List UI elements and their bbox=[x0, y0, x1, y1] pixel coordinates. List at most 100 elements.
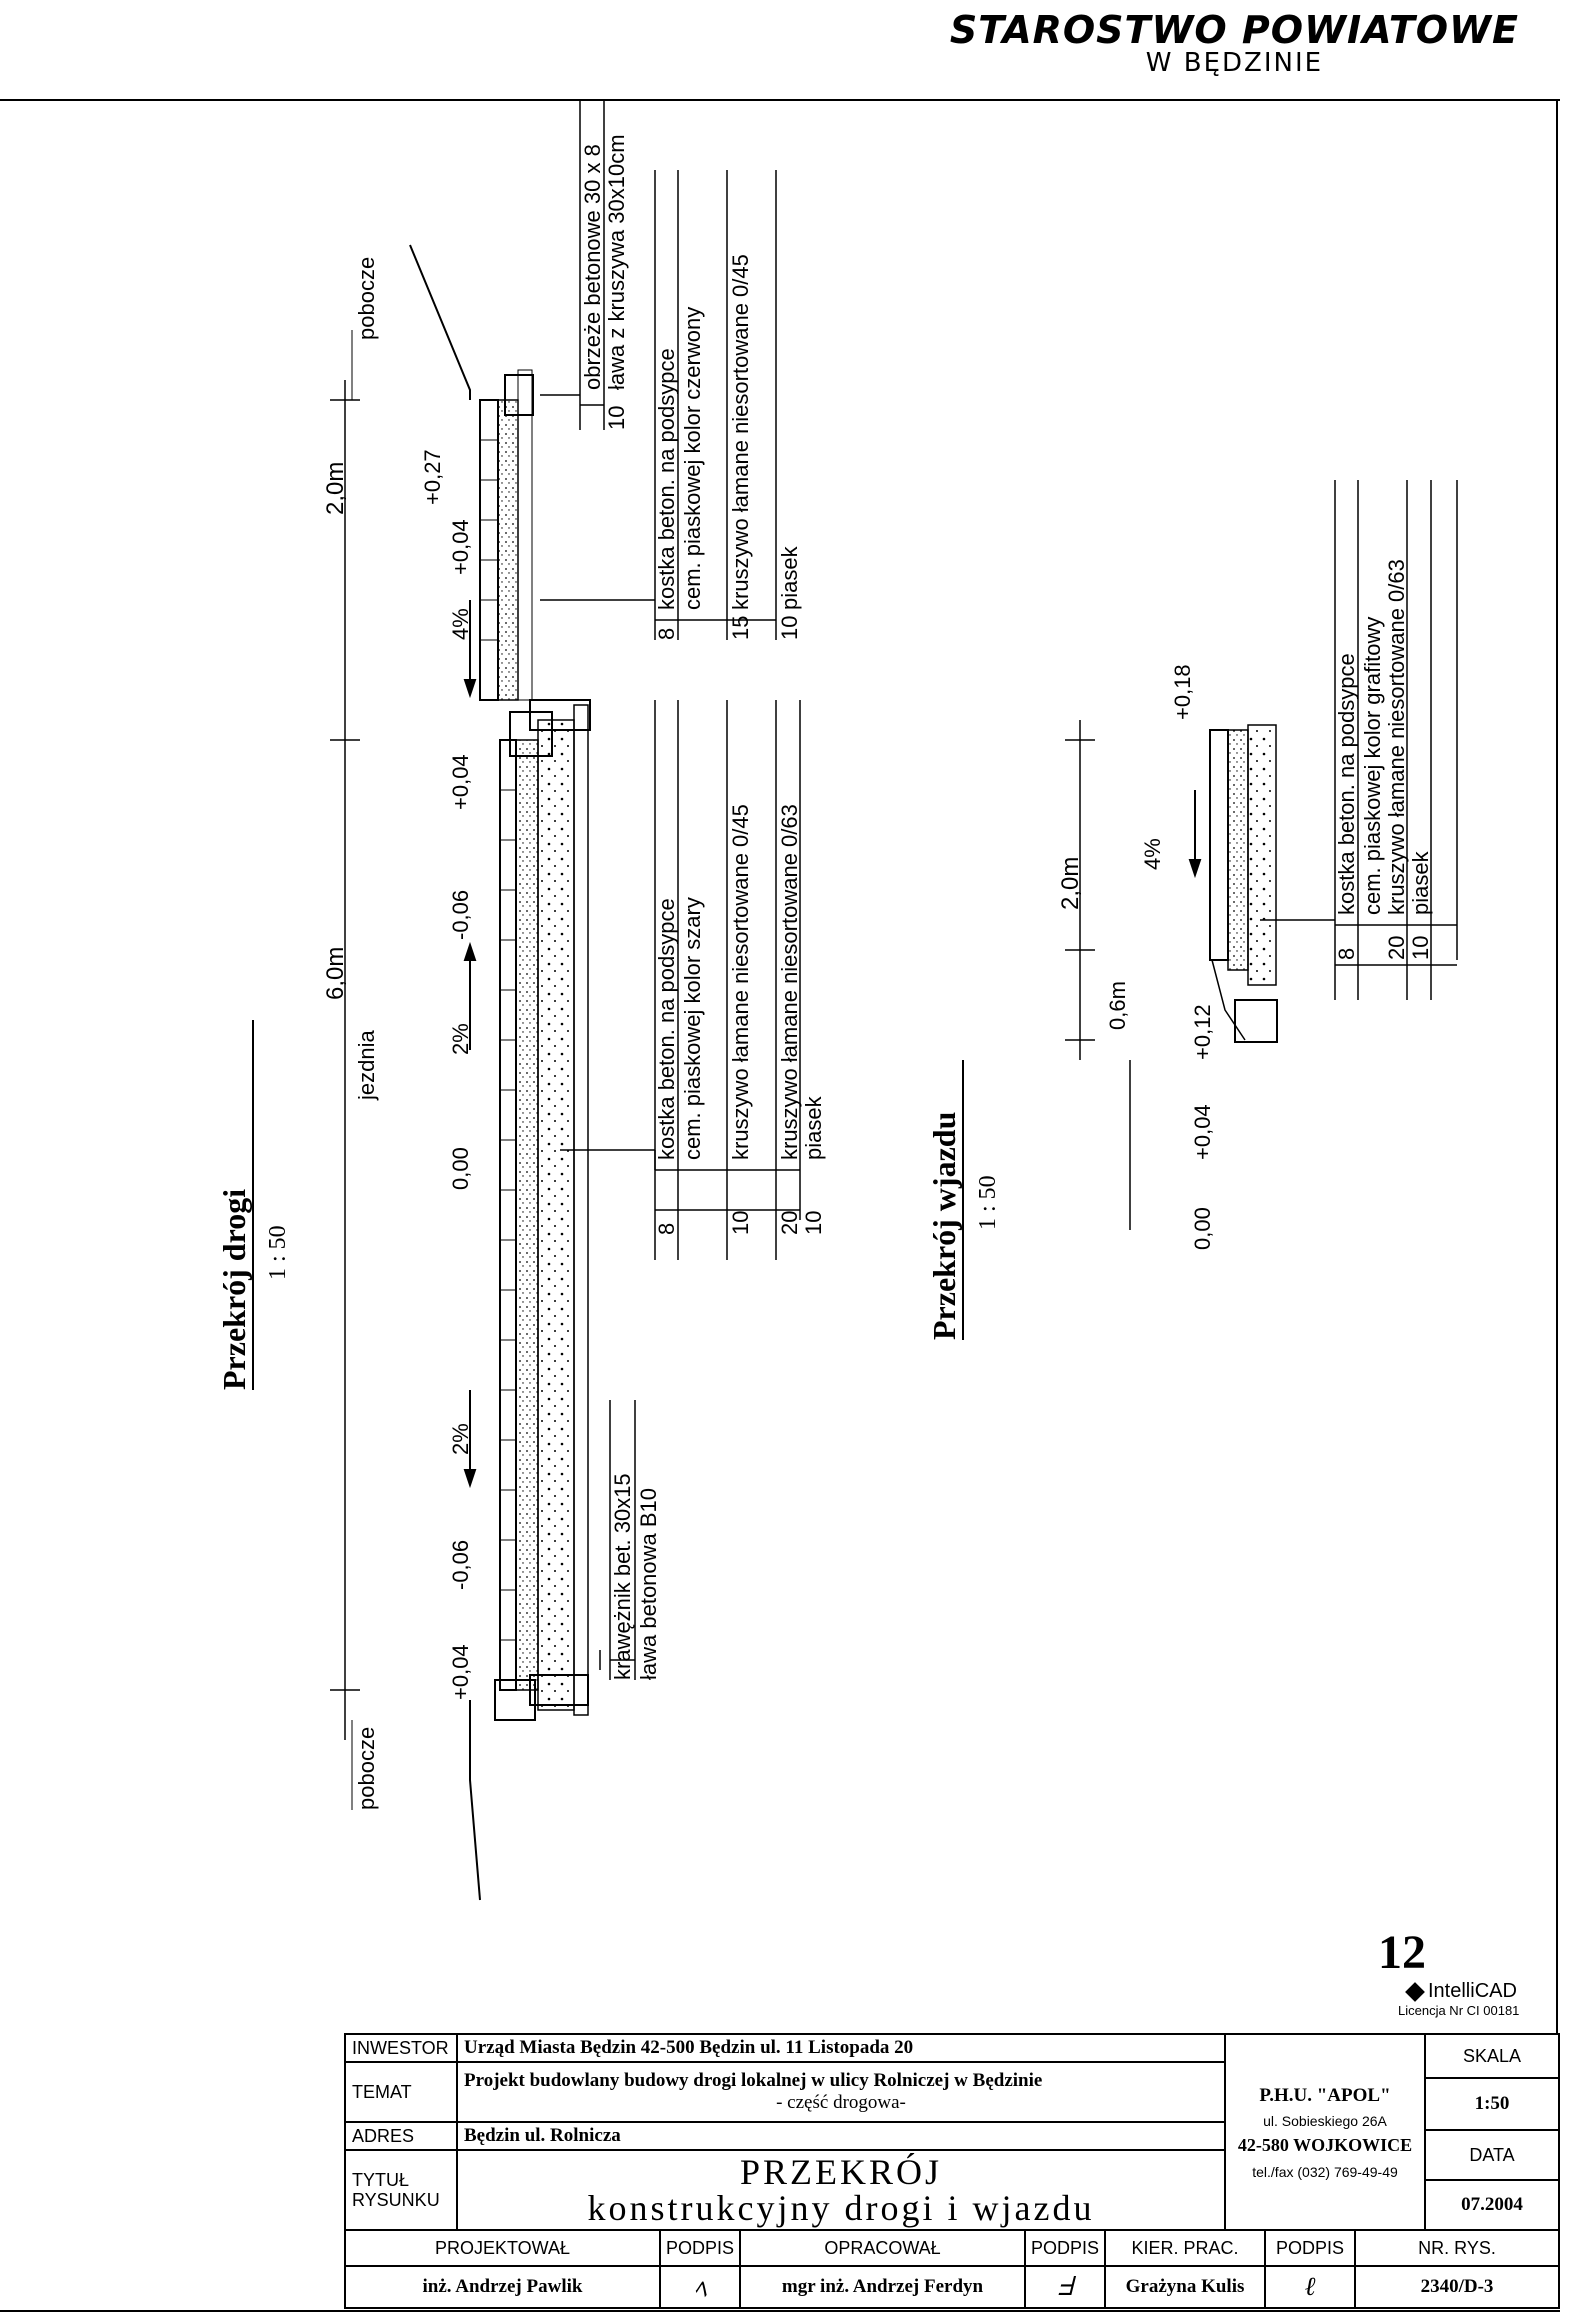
layer-thk-5: 10 bbox=[801, 1211, 826, 1235]
subject-label: TEMAT bbox=[346, 2063, 458, 2123]
shoulder-left-label: pobocze bbox=[354, 1727, 379, 1810]
carriageway-label: jezdnia bbox=[354, 1030, 379, 1101]
subject-line-2: - część drogowa- bbox=[776, 2092, 906, 2113]
level-7: +0,27 bbox=[420, 449, 445, 505]
layer-thk-3: 10 bbox=[728, 1211, 753, 1235]
company-name: P.H.U. "APOL" bbox=[1259, 2084, 1391, 2106]
edging-desc-1: obrzeże betonowe 30 x 8 bbox=[580, 144, 605, 390]
address-value: Będzin ul. Rolnicza bbox=[458, 2123, 1226, 2151]
title-block: INWESTOR Urząd Miasta Będzin 42-500 Będz… bbox=[344, 2033, 1560, 2309]
sign-label-2: PODPIS bbox=[1026, 2231, 1106, 2267]
walkway-layers: 8 kostka beton. na podsypce cem. piaskow… bbox=[654, 254, 802, 640]
software-name: IntelliCAD bbox=[1428, 1980, 1517, 2002]
prepared-label: OPRACOWAŁ bbox=[741, 2231, 1026, 2267]
level-5: +0,04 bbox=[448, 754, 473, 810]
acc-desc-3: kruszywo łamane niesortowane 0/63 bbox=[1384, 559, 1409, 915]
acc-desc-2: cem. piaskowej kolor grafitowy bbox=[1360, 617, 1385, 915]
carriageway-layers: 8 kostka beton. na podsypce cem. piaskow… bbox=[654, 804, 826, 1235]
designed-label: PROJEKTOWAŁ bbox=[346, 2231, 661, 2267]
investor-value: Urząd Miasta Będzin 42-500 Będzin ul. 11… bbox=[458, 2035, 1226, 2063]
walk-thk-3: 15 bbox=[728, 616, 753, 640]
stamp-line-2: W BĘDZINIE bbox=[1145, 48, 1324, 78]
level-6: +0,04 bbox=[448, 519, 473, 575]
signature-2: ᖵ bbox=[1026, 2267, 1106, 2307]
acc-thk-4: 10 bbox=[1408, 936, 1433, 960]
edging-thk-2: 10 bbox=[604, 406, 629, 430]
slope-1: 2% bbox=[448, 1423, 473, 1455]
company-street: ul. Sobieskiego 26A bbox=[1263, 2112, 1387, 2129]
shoulder-right-label: pobocze bbox=[354, 257, 379, 340]
level-1: +0,04 bbox=[448, 1644, 473, 1700]
company-phone: tel./fax (032) 769-49-49 bbox=[1252, 2163, 1398, 2180]
investor-label: INWESTOR bbox=[346, 2035, 458, 2063]
designed-by: inż. Andrzej Pawlik bbox=[346, 2267, 661, 2307]
drawing-no: 2340/D-3 bbox=[1420, 2276, 1494, 2297]
access-level-3: +0,12 bbox=[1190, 1004, 1215, 1060]
walk-desc-3: kruszywo łamane niesortowane 0/45 bbox=[728, 254, 753, 610]
office-stamp: STAROSTWO POWIATOWE W BĘDZINIE bbox=[950, 8, 1519, 78]
acc-desc-4: piasek bbox=[1408, 850, 1433, 915]
drawing-title-line-1: PRZEKRÓJ bbox=[739, 2152, 943, 2192]
stamp-line-1: STAROSTWO POWIATOWE bbox=[949, 8, 1519, 52]
date-value: 07.2004 bbox=[1426, 2181, 1558, 2231]
access-level-1: 0,00 bbox=[1190, 1207, 1215, 1250]
slope-2: 2% bbox=[448, 1023, 473, 1055]
access-section-scale: 1 : 50 bbox=[975, 1175, 1001, 1230]
access-gap: 0,6m bbox=[1105, 981, 1130, 1030]
date-label: DATA bbox=[1426, 2131, 1558, 2181]
drawing-no-label: NR. RYS. bbox=[1356, 2231, 1558, 2267]
prepared-by: mgr inż. Andrzej Ferdyn bbox=[741, 2267, 1026, 2307]
acc-thk-1: 8 bbox=[1334, 948, 1359, 960]
software-label: IntelliCAD bbox=[1405, 1980, 1517, 2003]
edging-desc-2: ława z kruszywa 30x10cm bbox=[604, 134, 629, 390]
kerb-desc-2: ława betonowa B10 bbox=[636, 1488, 661, 1680]
road-section-scale: 1 : 50 bbox=[265, 1225, 291, 1280]
walk-thk-4: 10 bbox=[777, 616, 802, 640]
scale-value: 1:50 bbox=[1426, 2079, 1558, 2131]
access-slope: 4% bbox=[1140, 838, 1165, 870]
intellicad-logo-icon bbox=[1405, 1981, 1425, 2002]
walk-thk-1: 8 bbox=[654, 628, 679, 640]
drawing-title-line-2: konstrukcyjny drogi i wjazdu bbox=[587, 2188, 1095, 2228]
access-level-4: +0,18 bbox=[1170, 664, 1195, 720]
carriageway-width: 6,0m bbox=[322, 947, 349, 1000]
licence-label: Licencja Nr CI 00181 bbox=[1398, 2003, 1520, 2018]
access-layers: 8 kostka beton. na podsypce cem. piaskow… bbox=[1334, 559, 1433, 960]
subject-line-1: Projekt budowlany budowy drogi lokalnej … bbox=[464, 2070, 1043, 2091]
road-section bbox=[330, 100, 801, 1901]
access-level-2: +0,04 bbox=[1190, 1104, 1215, 1160]
acc-thk-3: 20 bbox=[1384, 936, 1409, 960]
level-3: 0,00 bbox=[448, 1147, 473, 1190]
slope-3: 4% bbox=[448, 608, 473, 640]
company-block: P.H.U. "APOL" ul. Sobieskiego 26A 42-580… bbox=[1226, 2035, 1426, 2231]
scale-label: SKALA bbox=[1426, 2035, 1558, 2079]
drawing-title-label: TYTUŁ RYSUNKU bbox=[346, 2151, 458, 2231]
walk-desc-2: cem. piaskowej kolor czerwony bbox=[680, 307, 705, 610]
manager-label: KIER. PRAC. bbox=[1106, 2231, 1266, 2267]
walk-desc-1: kostka beton. na podsypce bbox=[654, 348, 679, 610]
sign-label-3: PODPIS bbox=[1266, 2231, 1356, 2267]
walk-desc-4: piasek bbox=[777, 545, 802, 610]
signature-1: ﾍ bbox=[661, 2267, 741, 2307]
access-section bbox=[1065, 480, 1458, 1230]
layer-thk-1: 8 bbox=[654, 1223, 679, 1235]
level-2: -0,06 bbox=[448, 1540, 473, 1590]
acc-desc-1: kostka beton. na podsypce bbox=[1334, 653, 1359, 915]
access-section-title: Przekrój wjazdu bbox=[926, 1112, 962, 1340]
kerb-desc-1: krawężnik bet. 30x15 bbox=[610, 1473, 635, 1680]
layer-desc-5: piasek bbox=[801, 1095, 826, 1160]
layer-desc-2: cem. piaskowej kolor szary bbox=[680, 897, 705, 1160]
address-label: ADRES bbox=[346, 2123, 458, 2151]
layer-desc-1: kostka beton. na podsypce bbox=[654, 898, 679, 1160]
level-4: -0,06 bbox=[448, 890, 473, 940]
walkway-width: 2,0m bbox=[322, 462, 349, 515]
layer-desc-3: kruszywo łamane niesortowane 0/45 bbox=[728, 804, 753, 1160]
signature-3: ℓ bbox=[1266, 2267, 1356, 2307]
manager-name: Grażyna Kulis bbox=[1106, 2267, 1266, 2307]
access-width: 2,0m bbox=[1057, 857, 1084, 910]
drawing-title: PRZEKRÓJ konstrukcyjny drogi i wjazdu bbox=[458, 2151, 1226, 2231]
layer-thk-4: 20 bbox=[777, 1211, 802, 1235]
road-section-title: Przekrój drogi bbox=[216, 1189, 252, 1390]
sign-label-1: PODPIS bbox=[661, 2231, 741, 2267]
